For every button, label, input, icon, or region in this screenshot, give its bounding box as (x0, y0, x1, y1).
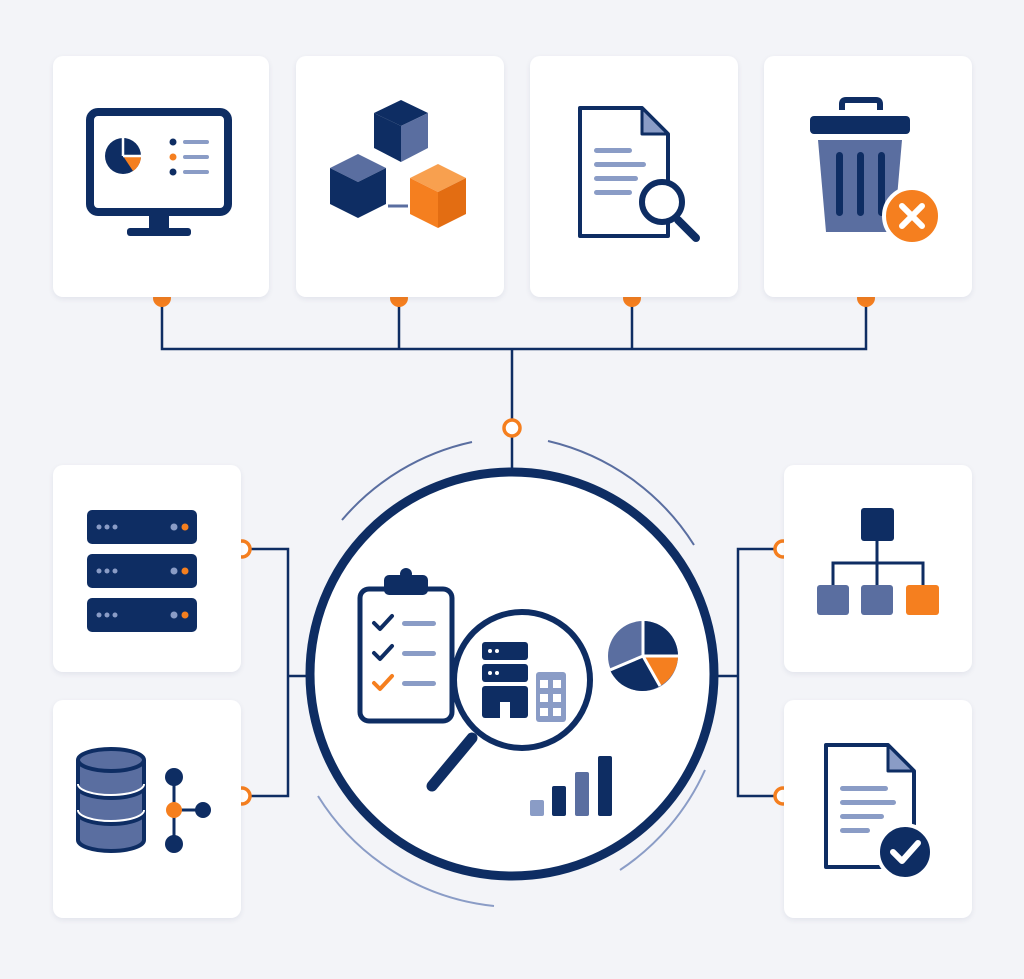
card-server-rack[interactable] (53, 465, 241, 672)
card-data-modules[interactable] (296, 56, 504, 297)
card-data-deletion[interactable] (764, 56, 972, 297)
card-document-approved[interactable] (784, 700, 972, 918)
building-icon (536, 672, 566, 722)
clipboard-checklist-icon (357, 568, 455, 724)
cubes-icon (330, 100, 466, 228)
server-rack-icon (87, 510, 197, 632)
org-chart-icon (817, 508, 939, 615)
left-connector (250, 547, 308, 798)
card-analytics-dashboard[interactable] (53, 56, 269, 297)
hub-arc (619, 769, 706, 871)
hub-arc (547, 440, 695, 546)
card-hierarchy[interactable] (784, 465, 972, 672)
monitor-pie-chart-icon (86, 108, 232, 236)
node-ring (502, 418, 522, 438)
trash-delete-icon (810, 97, 942, 246)
database-network-icon (76, 747, 211, 853)
document-search-icon (578, 106, 700, 242)
pie-chart-icon (608, 621, 678, 691)
bar-chart-icon (530, 756, 612, 816)
server-stack-icon (482, 642, 528, 718)
card-document-search[interactable] (530, 56, 738, 297)
right-connector (718, 547, 774, 798)
document-check-icon (824, 743, 934, 881)
card-database-network[interactable] (53, 700, 241, 918)
hub-arc (317, 795, 495, 907)
hub-arc (341, 441, 473, 521)
